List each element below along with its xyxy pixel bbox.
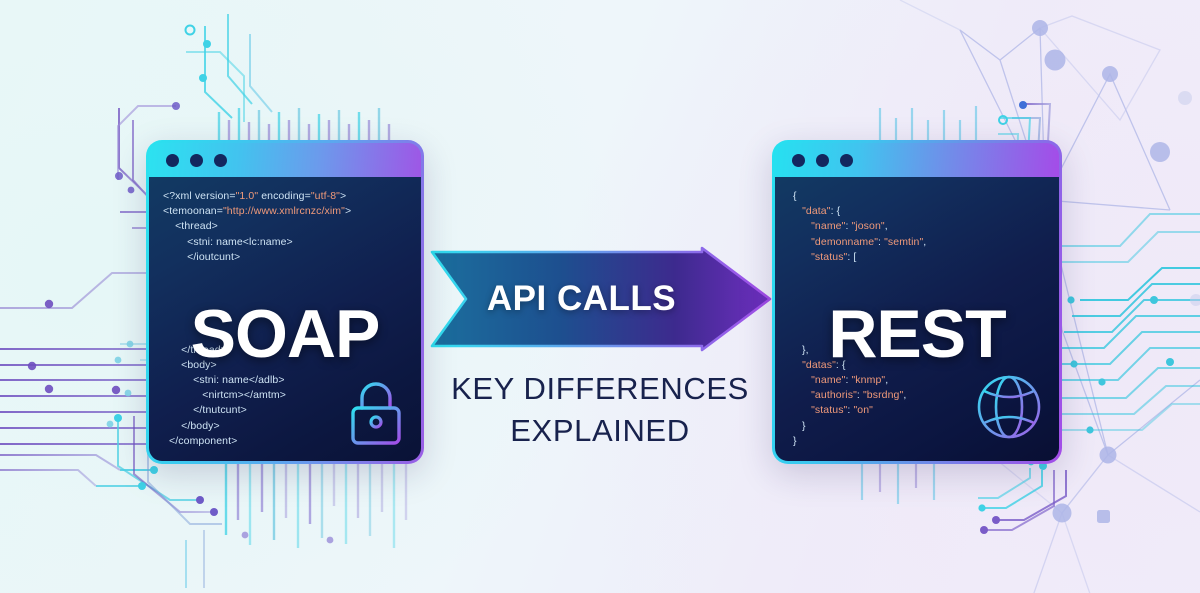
window-dot-maximize-icon[interactable] (214, 153, 227, 167)
rest-code-top: { "data": { "name": "joson", "demonname"… (775, 189, 1059, 265)
api-calls-label: API CALLS (486, 279, 677, 318)
rest-window-titlebar (775, 143, 1059, 177)
api-calls-arrow: API CALLS (428, 245, 773, 353)
soap-code-bottom: </thread> <body> <stni: name</adlb> <nir… (149, 343, 421, 449)
rest-window-body: { "data": { "name": "joson", "demonname"… (775, 177, 1059, 461)
window-dot-close-icon[interactable] (792, 153, 805, 167)
rest-code-top-text: { "data": { "name": "joson", "demonname"… (793, 190, 927, 263)
rest-code-bottom: }, "datas": { "name": "knmp", "authoris"… (775, 343, 1059, 449)
soap-window-titlebar (149, 143, 421, 177)
soap-window-body: <?xml version="1.0" encoding="utf-8"> <t… (149, 177, 421, 461)
soap-code-top: <?xml version="1.0" encoding="utf-8"> <t… (149, 189, 421, 265)
subtitle-line-2: EXPLAINED (510, 413, 690, 448)
window-dot-minimize-icon[interactable] (816, 153, 829, 167)
rest-code-bottom-text: }, "datas": { "name": "knmp", "authoris"… (793, 343, 907, 447)
rest-window[interactable]: { "data": { "name": "joson", "demonname"… (772, 140, 1062, 464)
rest-title: REST (828, 296, 1006, 372)
lock-icon (351, 382, 401, 445)
soap-window[interactable]: <?xml version="1.0" encoding="utf-8"> <t… (146, 140, 424, 464)
subtitle: KEY DIFFERENCES EXPLAINED (380, 368, 820, 452)
window-dot-minimize-icon[interactable] (190, 153, 203, 167)
soap-code-top-text: <?xml version="1.0" encoding="utf-8"> <t… (163, 190, 352, 263)
window-dot-close-icon[interactable] (166, 153, 179, 167)
soap-code-bottom-text: </thread> <body> <stni: name</adlb> <nir… (169, 343, 287, 447)
subtitle-line-1: KEY DIFFERENCES (451, 371, 749, 406)
soap-title: SOAP (190, 296, 381, 372)
globe-icon (977, 375, 1041, 439)
window-dot-maximize-icon[interactable] (840, 153, 853, 167)
